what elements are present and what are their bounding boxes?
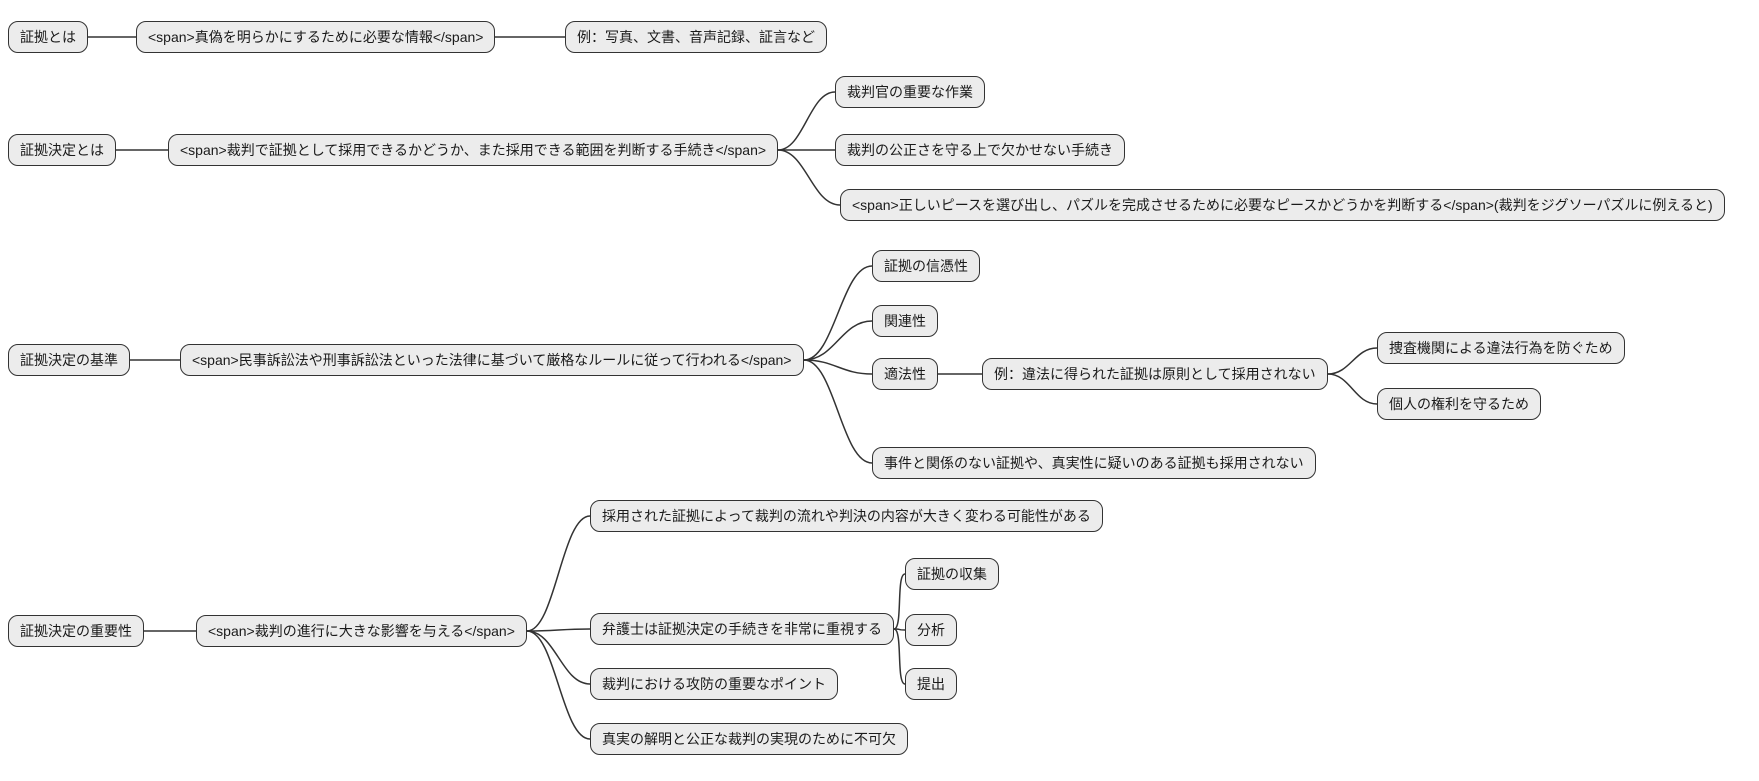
node-lawyer-analyze: 分析 [905, 614, 957, 647]
edge-criteria-def--criteria-relevance [803, 320, 873, 361]
edge-decision-def--decision-judge [777, 91, 836, 151]
node-legality-purpose-2: 個人の権利を守るため [1377, 388, 1541, 421]
node-evidence-def: <span>真偽を明らかにするために必要な情報</span> [136, 21, 496, 54]
node-decision-judge: 裁判官の重要な作業 [835, 76, 985, 109]
node-criteria-credibility: 証拠の信憑性 [872, 250, 980, 283]
node-decision-fairness: 裁判の公正さを守る上で欠かせない手続き [835, 134, 1125, 167]
edge-importance-def--importance-truth [526, 630, 591, 740]
node-importance-lawyer: 弁護士は証拠決定の手続きを非常に重視する [590, 613, 894, 646]
edge-legality-example--legality-purpose-2 [1327, 373, 1378, 405]
edge-importance-def--importance-lawyer [526, 628, 591, 632]
edge-criteria-def--criteria-legality [803, 359, 873, 375]
node-legality-purpose-1: 捜査機関による違法行為を防ぐため [1377, 332, 1625, 365]
node-decision-puzzle: <span>正しいピースを選び出し、パズルを完成させるために必要なピースかどうか… [840, 189, 1725, 222]
node-lawyer-submit: 提出 [905, 668, 957, 701]
node-legality-example: 例：違法に得られた証拠は原則として採用されない [982, 358, 1328, 391]
node-decision-root: 証拠決定とは [8, 134, 116, 167]
node-decision-def: <span>裁判で証拠として採用できるかどうか、また採用できる範囲を判断する手続… [168, 134, 779, 167]
node-importance-root: 証拠決定の重要性 [8, 615, 144, 648]
node-importance-def: <span>裁判の進行に大きな影響を与える</span> [196, 615, 527, 648]
node-evidence-root: 証拠とは [8, 21, 88, 54]
node-criteria-rejection: 事件と関係のない証拠や、真実性に疑いのある証拠も採用されない [872, 447, 1316, 480]
edge-importance-def--importance-impact [526, 515, 591, 632]
edge-criteria-def--criteria-credibility [803, 265, 873, 361]
node-criteria-def: <span>民事訴訟法や刑事訴訟法といった法律に基づいて厳格なルールに従って行わ… [180, 344, 804, 377]
node-lawyer-collect: 証拠の収集 [905, 558, 999, 591]
node-importance-impact: 採用された証拠によって裁判の流れや判決の内容が大きく変わる可能性がある [590, 500, 1103, 533]
edge-importance-lawyer--lawyer-submit [893, 628, 906, 685]
edge-decision-def--decision-puzzle [777, 149, 841, 206]
node-criteria-legality: 適法性 [872, 358, 938, 391]
edge-importance-lawyer--lawyer-analyze [893, 628, 906, 631]
node-importance-tactics: 裁判における攻防の重要なポイント [590, 668, 838, 701]
node-evidence-examples: 例：写真、文書、音声記録、証言など [565, 21, 827, 54]
edge-importance-def--importance-tactics [526, 630, 591, 685]
edge-legality-example--legality-purpose-1 [1327, 347, 1378, 375]
node-criteria-root: 証拠決定の基準 [8, 344, 130, 377]
node-criteria-relevance: 関連性 [872, 305, 938, 338]
edge-importance-lawyer--lawyer-collect [893, 573, 906, 630]
edge-criteria-def--criteria-rejection [803, 359, 873, 464]
node-importance-truth: 真実の解明と公正な裁判の実現のために不可欠 [590, 723, 908, 756]
